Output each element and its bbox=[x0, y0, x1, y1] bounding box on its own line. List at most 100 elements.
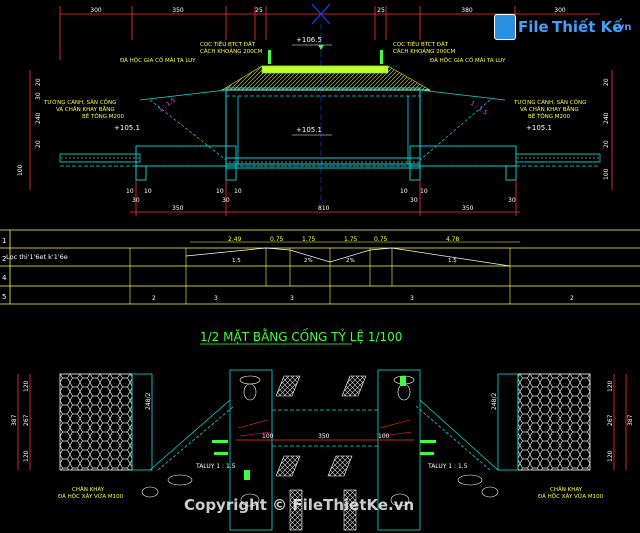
left-dim-3: 240 bbox=[35, 112, 42, 124]
taluy-left: TALUY 1 : 1.5 bbox=[195, 463, 236, 470]
wall-left-2: VÀ CHÂN KHAY BẰNG bbox=[56, 105, 115, 113]
row5-val-5: 2 bbox=[570, 295, 574, 302]
plan-inner-left: 248/2 bbox=[145, 393, 152, 410]
dim-350-right: 350 bbox=[462, 205, 474, 212]
logo-text-2: Thiết Kế bbox=[552, 18, 623, 36]
wall-left-1: TƯỜNG CÁNH, SÂN CỐNG bbox=[43, 98, 116, 106]
apron-left bbox=[59, 153, 141, 163]
wall-right-1: TƯỜNG CÁNH, SÂN CỐNG bbox=[513, 98, 586, 106]
left-dim-100: 100 bbox=[17, 164, 24, 176]
plan-dim-100-right: 100 bbox=[378, 433, 390, 440]
note-slope-left: ĐÁ HỘC GIA CỐ MÁI TA LUY bbox=[120, 56, 196, 64]
note-right-2: CÁCH KHOẢNG 200CM bbox=[393, 47, 456, 55]
elevation-mid: +105.1 bbox=[296, 126, 322, 134]
row1-val-4: 1.75 bbox=[344, 236, 358, 243]
bottom-dim-6: 10 bbox=[234, 188, 242, 195]
elevation-top: +106.5 bbox=[296, 36, 322, 44]
stone-right bbox=[517, 373, 591, 471]
row1-val-1: 2.49 bbox=[228, 236, 242, 243]
plan-note-right-1: CHÂN KHAY bbox=[550, 486, 583, 493]
row1-val-5: 0.75 bbox=[374, 236, 388, 243]
top-dim-5: 380 bbox=[461, 7, 473, 14]
row-label-5: 5 bbox=[2, 293, 6, 301]
row1-val-2: 0.75 bbox=[270, 236, 284, 243]
logo-suffix: .vn bbox=[614, 22, 632, 33]
left-dim-4: 20 bbox=[35, 140, 42, 148]
plan-note-left-2: ĐÁ HỘC XÂY VỮA M100 bbox=[58, 493, 124, 500]
row2-slope-3: 2% bbox=[346, 258, 355, 264]
wall-right-2: VÀ CHÂN KHAY BẰNG bbox=[520, 105, 579, 113]
plan-right-dim-4: 120 bbox=[607, 450, 614, 462]
top-dim-1: 300 bbox=[90, 7, 102, 14]
row2-slope-1: 1.5 bbox=[232, 258, 241, 264]
top-dim-4: 25 bbox=[377, 7, 385, 14]
bottom-dim-1: 10 bbox=[126, 188, 134, 195]
watermark-copyright: Copyright © FileThietKe.vn bbox=[184, 496, 415, 514]
bottom-dim-4: 30 bbox=[222, 197, 230, 204]
plan-dim-350: 350 bbox=[318, 433, 330, 440]
top-dim-2: 350 bbox=[172, 7, 184, 14]
right-dim-4: 100 bbox=[603, 168, 610, 180]
top-dim-3: 25 bbox=[255, 7, 263, 14]
row2-label: Lọc thi'1'6et k'1'6e bbox=[6, 253, 68, 261]
bottom-dim-8: 10 bbox=[420, 188, 428, 195]
bottom-dim-5: 10 bbox=[216, 188, 224, 195]
elevation-left: +105.1 bbox=[114, 124, 140, 132]
taluy-right: TALUY 1 : 1.5 bbox=[427, 463, 468, 470]
plan-note-right-2: ĐÁ HỘC XÂY VỮA M100 bbox=[538, 493, 604, 500]
culvert-box bbox=[225, 87, 421, 165]
stone-left bbox=[59, 373, 133, 471]
note-left-2: CÁCH KHOẢNG 200CM bbox=[200, 47, 263, 55]
row5-val-4: 3 bbox=[410, 295, 414, 302]
row5-val-1: 2 bbox=[152, 295, 156, 302]
note-left-1: CỌC TIÊU BTCT ĐẶT bbox=[200, 40, 256, 48]
bottom-dim-7: 10 bbox=[400, 188, 408, 195]
row5-val-3: 3 bbox=[290, 295, 294, 302]
note-slope-right: ĐÁ HỘC GIA CỐ MÁI TA LUY bbox=[430, 56, 506, 64]
plan-right-dim-3: 387 bbox=[627, 414, 634, 426]
wall-right-3: BÊ TÔNG M200 bbox=[528, 112, 571, 120]
top-dim-6: 300 bbox=[554, 7, 566, 14]
plan-title: 1/2 MẶT BẰNG CỐNG TỶ LỆ 1/100 bbox=[200, 328, 402, 344]
bottom-dim-10: 30 bbox=[508, 197, 516, 204]
row-label-2: 2 bbox=[2, 255, 6, 263]
right-dim-2: 240 bbox=[603, 112, 610, 124]
row2-slope-2: 2% bbox=[304, 258, 313, 264]
row-label-4: 4 bbox=[2, 274, 7, 282]
slope-left: 1 : 1.5 bbox=[157, 97, 177, 114]
cross-section: 300 350 25 25 380 300 +106.5 CỌC TIÊU BT… bbox=[17, 3, 613, 216]
plan-left-dim-1: 120 bbox=[23, 380, 30, 392]
watermark-logo: File Thiết Kế .vn bbox=[494, 8, 634, 48]
right-dim-3: 20 bbox=[603, 140, 610, 148]
row5-val-2: 3 bbox=[214, 295, 218, 302]
slope-right: 1 : 1.5 bbox=[469, 100, 489, 117]
row2-slope-4: 1.5 bbox=[448, 258, 457, 264]
plan-dim-100-left: 100 bbox=[262, 433, 274, 440]
wall-left-3: BÊ TÔNG M200 bbox=[82, 112, 125, 120]
logo-icon bbox=[494, 14, 516, 40]
dim-350-left: 350 bbox=[172, 205, 184, 212]
logo-text-1: File bbox=[518, 18, 549, 36]
row-label-1: 1 bbox=[2, 237, 6, 245]
elevation-right: +105.1 bbox=[526, 124, 552, 132]
plan-left-dim-4: 120 bbox=[23, 450, 30, 462]
dim-810: 810 bbox=[318, 205, 330, 212]
row1-val-3: 1.75 bbox=[302, 236, 316, 243]
bottom-dim-9: 30 bbox=[410, 197, 418, 204]
right-dim-1: 20 bbox=[603, 78, 610, 86]
left-dim-1: 20 bbox=[35, 78, 42, 86]
profile-table: 1 2 4 5 Lọc thi'1'6et k'1'6e 2.49 0.75 1… bbox=[0, 229, 640, 305]
plan-right-dim-1: 120 bbox=[607, 380, 614, 392]
plan-view: 100 350 100 120 267 387 120 120 267 387 … bbox=[11, 369, 634, 531]
plan-note-left-1: CHÂN KHAY bbox=[72, 486, 105, 493]
plan-right-dim-2: 267 bbox=[607, 414, 614, 426]
plan-left-dim-2: 267 bbox=[23, 414, 30, 426]
left-dim-2: 30 bbox=[35, 92, 42, 100]
plan-inner-right: 248/2 bbox=[491, 393, 498, 410]
row1-val-6: 4.78 bbox=[446, 236, 460, 243]
plan-left-dim-3: 387 bbox=[11, 414, 18, 426]
note-right-1: CỌC TIÊU BTCT ĐẶT bbox=[393, 40, 449, 48]
apron-right bbox=[515, 153, 601, 163]
bottom-dim-3: 30 bbox=[132, 197, 140, 204]
